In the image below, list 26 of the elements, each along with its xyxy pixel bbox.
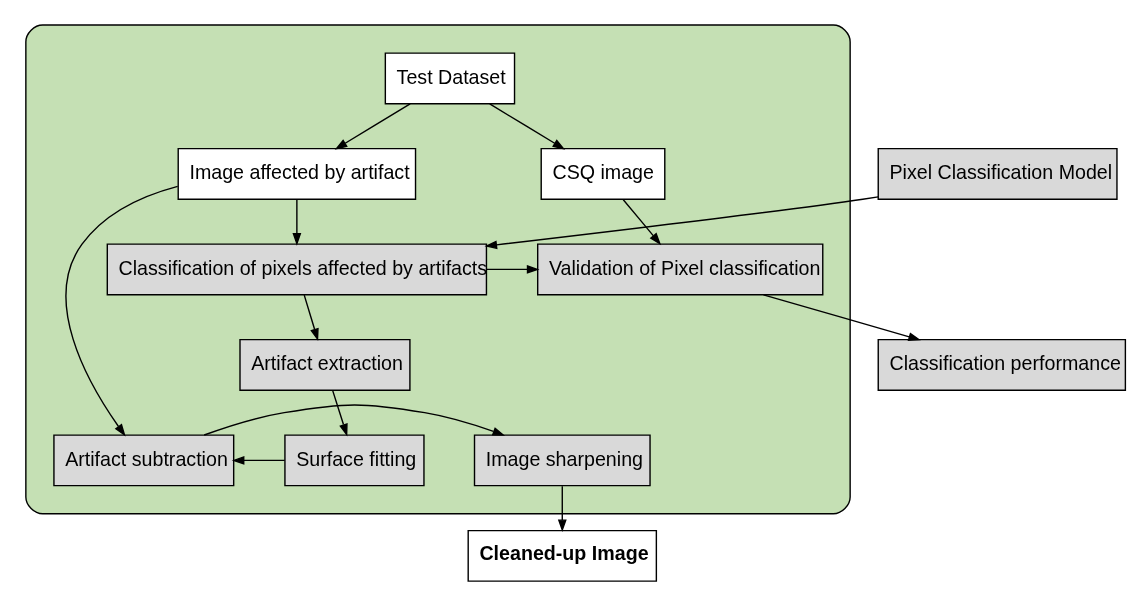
arrow [557,485,567,533]
node-box: Validation of Pixel classification [536,243,823,296]
node-box: Classification performance [877,338,1126,391]
node-box: Image sharpening [473,434,651,487]
arrow [291,199,301,246]
node-box: Image affected by artifact [177,147,416,200]
arrow [622,199,661,246]
arrow [485,265,539,274]
node-box: Pixel Classification Model [877,147,1118,200]
arrow [484,196,879,250]
arrow [231,455,285,465]
node-box: Surface fitting [283,434,425,487]
arrow [64,185,178,437]
node-box: Classification of pixels affected by artifacts [106,243,487,296]
arrow [762,294,921,341]
node-box: Artifact subtraction [52,434,234,487]
arrow [488,103,565,150]
node-box: Cleaned-up Image [467,529,657,582]
arrow [303,294,319,342]
cluster [24,24,851,515]
arrow [334,103,411,150]
arrow [331,389,348,437]
arrow [203,404,505,436]
node-box: Artifact extraction [238,338,411,391]
node-box: CSQ image [540,147,665,200]
node-box: Test Dataset [384,52,515,105]
